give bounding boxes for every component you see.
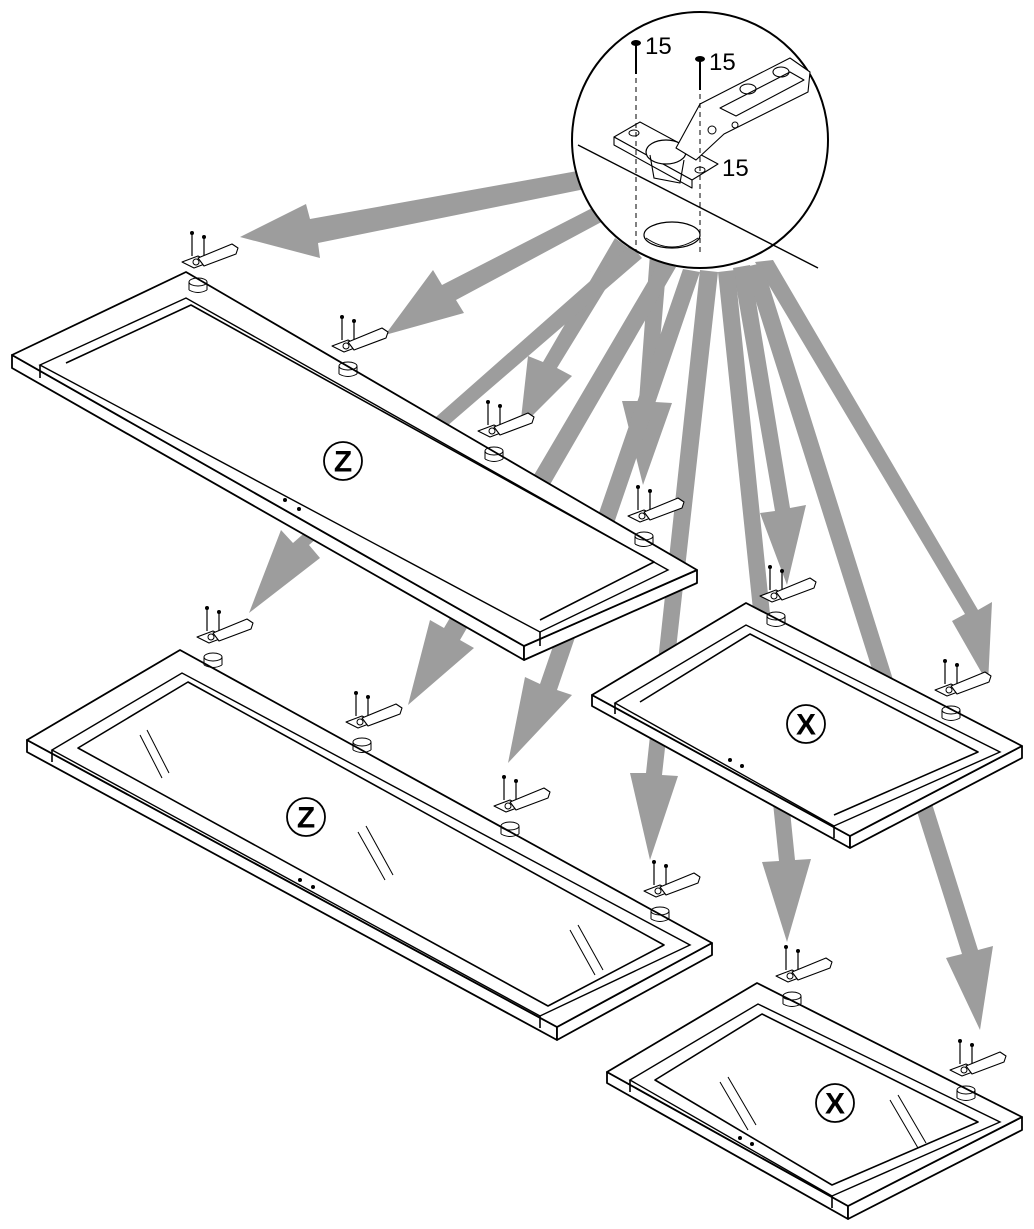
badge-z-glass-label: Z (297, 802, 315, 835)
badge-x-top: X (786, 704, 826, 744)
badge-x-glass-label: X (825, 1088, 845, 1121)
screw-quantity-label-2: 15 (709, 49, 736, 76)
hinge-detail-callout: 15 15 15 (571, 11, 829, 269)
screw-quantity-label-1: 15 (645, 33, 672, 60)
cabinet-door-z-glass (26, 649, 713, 1041)
badge-z-top-label: Z (334, 446, 352, 479)
arrow-10 (755, 260, 992, 684)
badge-z-glass: Z (286, 797, 326, 837)
arrow-2 (385, 205, 607, 335)
arrow-5 (249, 245, 642, 613)
cabinet-door-x-glass (606, 982, 1023, 1220)
hinge-z-glass-2 (345, 690, 403, 754)
badge-z-top: Z (323, 441, 363, 481)
arrow-12 (745, 263, 993, 1030)
arrow-1 (240, 170, 590, 258)
hinge-z-glass-1 (196, 605, 254, 669)
badge-x-top-label: X (796, 709, 816, 742)
arrow-11 (718, 270, 811, 942)
hinge-quantity-label: 15 (722, 155, 749, 182)
arrow-9 (733, 265, 806, 585)
badge-x-glass: X (815, 1083, 855, 1123)
